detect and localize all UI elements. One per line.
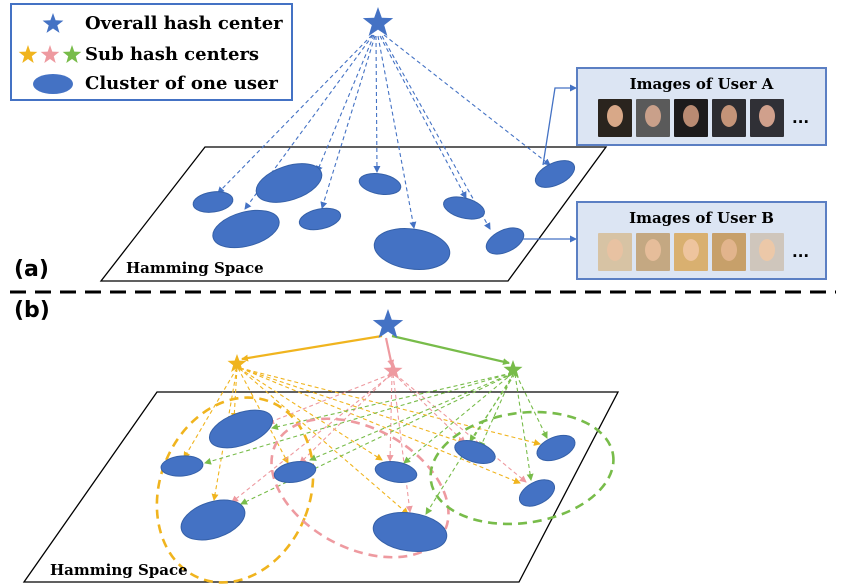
cluster (209, 409, 273, 449)
cluster (192, 191, 234, 213)
overall-to-cluster-arrows-a (217, 34, 551, 230)
user-b-title: Images of User B (629, 209, 774, 227)
pink-sub-arrows (231, 373, 527, 513)
user-a-thumbnails: ... (598, 99, 809, 137)
overall-hash-center-star-a (362, 7, 394, 36)
face-thumbnail (674, 233, 708, 271)
cluster (255, 163, 323, 203)
cluster (518, 479, 556, 507)
legend: Overall hash center Sub hash centers Clu… (10, 3, 293, 101)
legend-row-overall: Overall hash center (12, 10, 291, 38)
cluster (298, 207, 342, 231)
yellow-group-boundary (155, 396, 315, 584)
panel-a-label: (a) (14, 257, 49, 282)
more-images-ellipsis: ... (792, 109, 810, 127)
hamming-space-label-b: Hamming Space (50, 561, 188, 579)
cluster (273, 460, 317, 484)
face-thumbnail (712, 99, 746, 137)
blue-star-icon (42, 13, 64, 33)
sub-hash-center-star-pink (383, 361, 403, 379)
cluster (454, 439, 496, 465)
legend-label-overall: Overall hash center (85, 13, 283, 34)
face-thumbnail (636, 233, 670, 271)
legend-row-cluster: Cluster of one user (12, 70, 291, 98)
sub-hash-center-star-yellow (227, 354, 247, 372)
legend-row-sub: Sub hash centers (12, 41, 291, 69)
user-b-thumbnails: ... (598, 233, 809, 271)
face-thumbnail (598, 233, 632, 271)
clusters-a (192, 160, 576, 270)
cluster-user-a (534, 160, 576, 188)
face-thumbnail (712, 233, 746, 271)
cluster (373, 228, 451, 270)
cluster (536, 434, 576, 462)
cluster (485, 227, 525, 255)
overall-to-sub-arrows-b (241, 334, 510, 367)
face-thumbnail (636, 99, 670, 137)
user-a-images-box: Images of User A ... (576, 67, 827, 146)
user-links-a (523, 84, 577, 243)
face-thumbnail (750, 99, 784, 137)
cluster (374, 460, 418, 484)
legend-label-sub: Sub hash centers (85, 44, 260, 65)
panel-b-label: (b) (14, 298, 50, 323)
cluster-ellipse-icon (33, 74, 73, 94)
sub-hash-center-star-green (503, 360, 523, 378)
legend-label-cluster: Cluster of one user (85, 73, 278, 94)
tri-color-stars-icon (18, 45, 82, 63)
cluster (212, 209, 280, 249)
cluster (372, 511, 448, 553)
user-b-images-box: Images of User B ... (576, 201, 827, 280)
more-images-ellipsis: ... (792, 243, 810, 261)
clusters-b (160, 409, 576, 553)
cluster (180, 499, 246, 541)
face-thumbnail (674, 99, 708, 137)
user-a-title: Images of User A (629, 75, 774, 93)
hamming-space-label-a: Hamming Space (126, 259, 264, 277)
cluster (160, 455, 204, 477)
cluster (358, 172, 402, 196)
overall-hash-center-star-b (372, 309, 404, 338)
cluster (443, 196, 485, 220)
face-thumbnail (598, 99, 632, 137)
green-group-boundary (429, 410, 615, 526)
face-thumbnail (750, 233, 784, 271)
